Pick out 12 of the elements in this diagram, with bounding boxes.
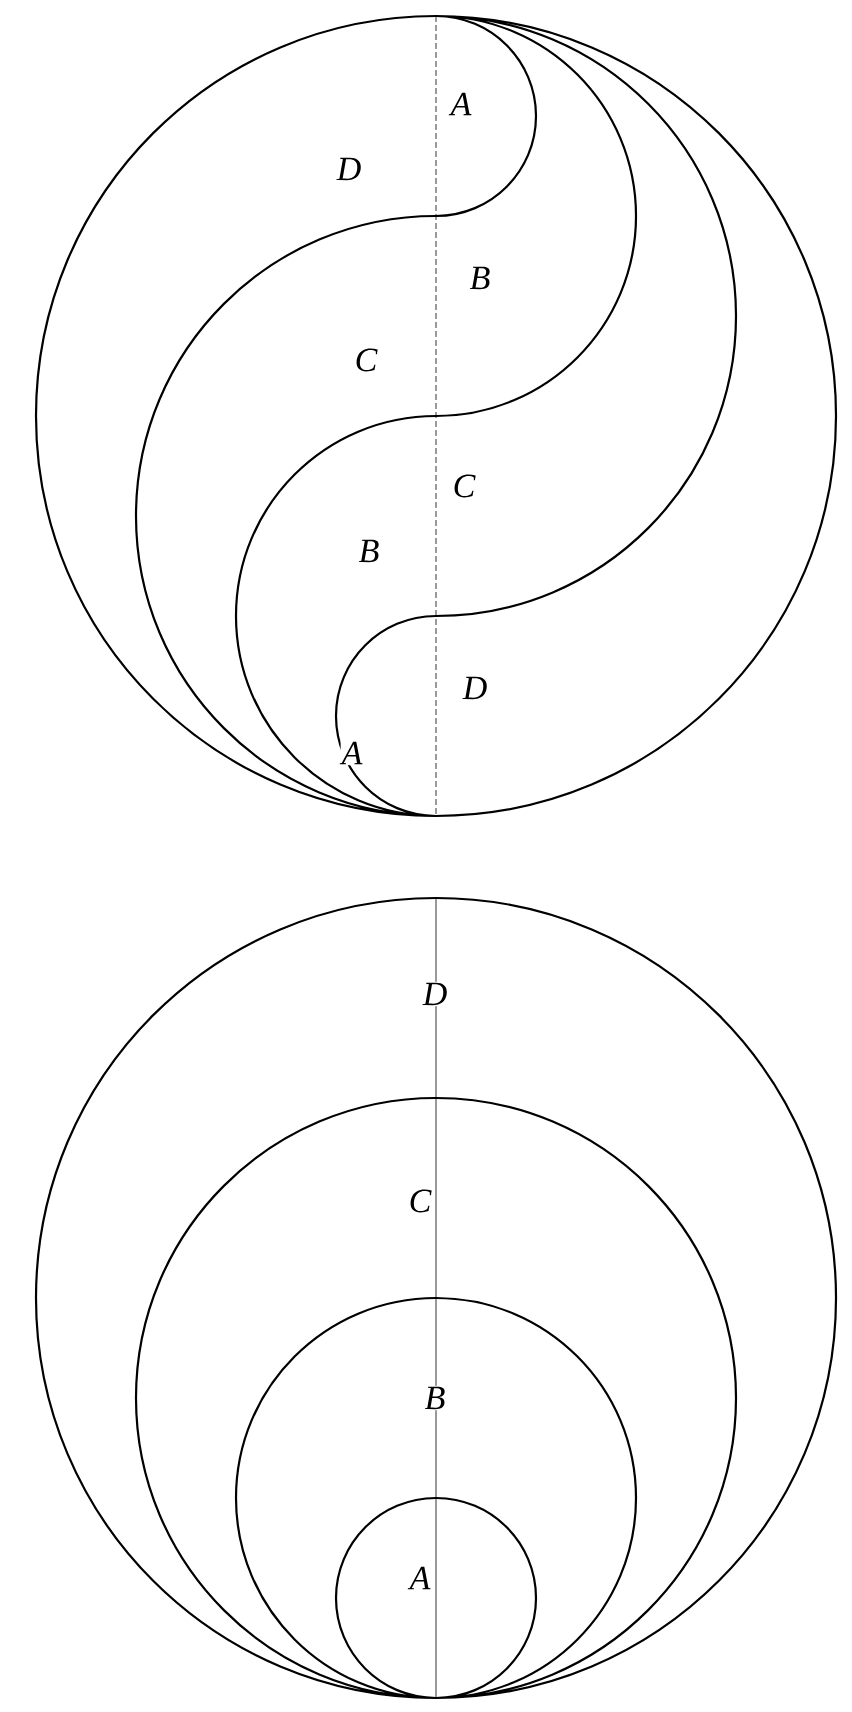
letter-label: B — [357, 538, 381, 564]
letter-label: C — [353, 347, 379, 373]
letter-label: A — [448, 91, 473, 117]
letter-label: C — [407, 1188, 433, 1214]
letter-label: B — [468, 265, 492, 291]
letter-label: B — [423, 1385, 447, 1411]
letter-label: A — [339, 740, 364, 766]
letter-label: A — [407, 1565, 432, 1591]
letter-label: D — [461, 675, 489, 701]
letter-label: D — [335, 156, 363, 182]
letter-label: C — [451, 473, 477, 499]
letter-label: D — [421, 981, 449, 1007]
